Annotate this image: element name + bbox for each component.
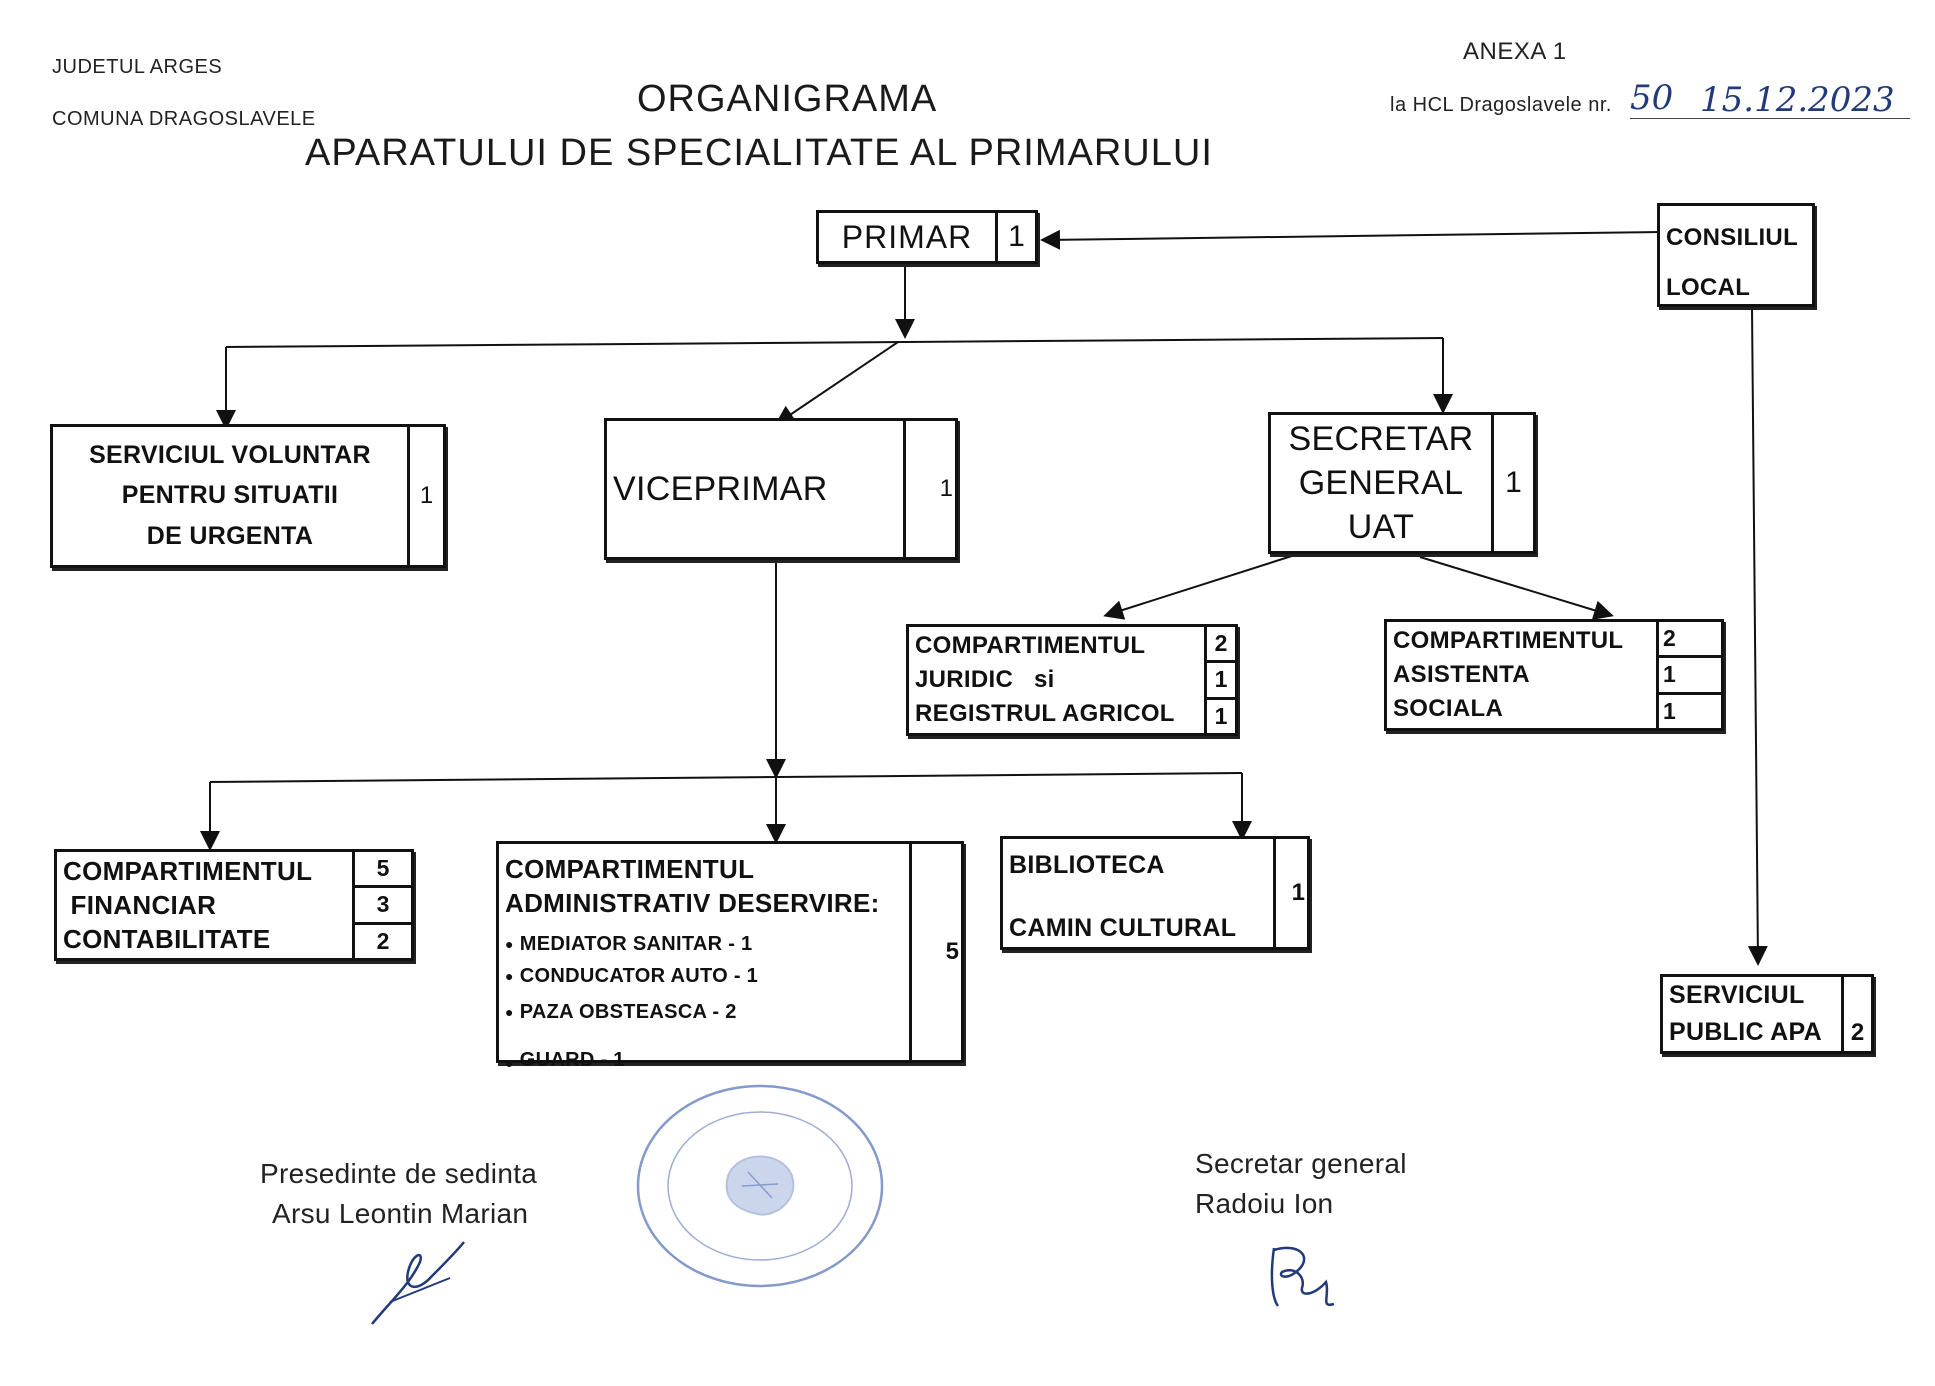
commune-label: COMUNA DRAGOSLAVELE: [52, 108, 316, 130]
bullet-icon: ●: [505, 1055, 514, 1071]
asistenta-sociala-box: COMPARTIMENTUL ASISTENTA SOCIALA 2 1 1: [1384, 619, 1724, 731]
hcl-label: la HCL Dragoslavele nr.: [1390, 94, 1612, 116]
juridic-counts: 2 1 1: [1204, 627, 1235, 733]
primar-label: PRIMAR: [841, 218, 973, 255]
juridic-line2: JURIDIC si: [915, 666, 1055, 693]
financiar-count-3: 2: [355, 921, 411, 958]
secretar-line2: GENERAL: [1298, 464, 1464, 502]
administrativ-item-2-text: CONDUCATOR AUTO - 1: [519, 965, 759, 987]
administrativ-item-3-text: PAZA OBSTEASCA - 2: [519, 1001, 737, 1023]
juridic-count-3: 1: [1207, 696, 1235, 733]
primar-count: 1: [995, 213, 1035, 261]
financiar-box: COMPARTIMENTUL FINANCIAR CONTABILITATE 5…: [54, 849, 414, 961]
asistenta-counts: 2 1 1: [1656, 622, 1721, 728]
hcl-number: 50: [1630, 78, 1674, 118]
title-line1: ORGANIGRAMA: [637, 78, 938, 120]
serviciul-voluntar-count: 1: [407, 427, 443, 565]
hcl-underline: [1630, 118, 1910, 119]
administrativ-item-1-text: MEDIATOR SANITAR - 1: [519, 933, 753, 955]
serviciul-voluntar-line1: SERVICIUL VOLUNTAR: [89, 440, 371, 469]
juridic-count-2: 1: [1207, 660, 1235, 696]
biblioteca-box: BIBLIOTECA CAMIN CULTURAL 1: [1000, 836, 1310, 950]
biblioteca-line1: BIBLIOTECA: [1009, 851, 1165, 879]
serviciul-apa-box: SERVICIUL PUBLIC APA 2: [1660, 974, 1874, 1054]
serviciul-voluntar-box: SERVICIUL VOLUNTAR PENTRU SITUATII DE UR…: [50, 424, 446, 568]
viceprimar-label: VICEPRIMAR: [613, 469, 828, 508]
asistenta-line3: SOCIALA: [1393, 695, 1504, 722]
administrativ-line2: ADMINISTRATIV DESERVIRE:: [505, 888, 880, 918]
financiar-count-2: 3: [355, 885, 411, 921]
bullet-icon: ●: [505, 968, 514, 984]
secretar-general-box: SECRETAR GENERAL UAT 1: [1268, 412, 1536, 554]
financiar-counts: 5 3 2: [352, 852, 411, 958]
financiar-count-1: 5: [376, 855, 390, 882]
president-role: Presedinte de sedinta: [260, 1158, 538, 1189]
administrativ-box: COMPARTIMENTUL ADMINISTRATIV DESERVIRE: …: [496, 841, 964, 1070]
asistenta-count-1: 2: [1663, 625, 1676, 652]
administrativ-item-1: ● MEDIATOR SANITAR - 1: [505, 928, 903, 960]
title-line2: APARATULUI DE SPECIALITATE AL PRIMARULUI: [305, 132, 1213, 174]
consiliul-local-box: CONSILIUL LOCAL: [1657, 203, 1815, 307]
asistenta-line2: ASISTENTA: [1393, 661, 1530, 688]
administrativ-item-3: ● PAZA OBSTEASCA - 2: [505, 992, 903, 1032]
primar-box: PRIMAR 1: [816, 210, 1038, 264]
financiar-line3: CONTABILITATE: [63, 923, 271, 954]
consiliul-line1: CONSILIUL: [1666, 224, 1799, 251]
asistenta-count-2: 1: [1659, 655, 1721, 691]
serviciul-apa-count: 2: [1841, 977, 1871, 1051]
asistenta-line1: COMPARTIMENTUL: [1393, 627, 1624, 654]
financiar-line1: COMPARTIMENTUL: [63, 855, 313, 886]
president-signature: [371, 1241, 465, 1325]
viceprimar-box: VICEPRIMAR 1: [604, 418, 958, 560]
president-name: Arsu Leontin Marian: [272, 1198, 529, 1229]
serviciul-voluntar-line3: DE URGENTA: [146, 522, 314, 551]
county-label: JUDETUL ARGES: [52, 56, 223, 78]
official-stamp: [636, 1084, 884, 1288]
bullet-icon: ●: [505, 936, 514, 952]
secretar-line1: SECRETAR: [1288, 420, 1474, 458]
bullet-icon: ●: [505, 1004, 514, 1020]
administrativ-count: 5: [909, 844, 961, 1060]
juridic-count-1: 2: [1214, 630, 1228, 657]
annex-label: ANEXA 1: [1463, 38, 1567, 65]
biblioteca-line2: CAMIN CULTURAL: [1009, 914, 1237, 942]
administrativ-line1: COMPARTIMENTUL: [505, 854, 755, 884]
juridic-line1: COMPARTIMENTUL: [915, 632, 1146, 659]
serviciul-voluntar-line2: PENTRU SITUATII: [121, 481, 339, 510]
administrativ-item-2: ● CONDUCATOR AUTO - 1: [505, 960, 903, 992]
juridic-line3: REGISTRUL AGRICOL: [915, 700, 1175, 727]
biblioteca-count: 1: [1273, 839, 1307, 947]
serviciul-apa-line1: SERVICIUL: [1669, 981, 1805, 1009]
administrativ-item-4-text: GUARD - 1: [519, 1049, 625, 1071]
administrativ-item-4: ● GUARD - 1: [505, 1032, 903, 1070]
juridic-box: COMPARTIMENTUL JURIDIC si REGISTRUL AGRI…: [906, 624, 1238, 736]
secretar-count: 1: [1491, 415, 1533, 551]
secretary-role: Secretar general: [1195, 1148, 1407, 1179]
financiar-line2: FINANCIAR: [63, 889, 217, 920]
secretar-line3: UAT: [1347, 508, 1415, 546]
hcl-date: 15.12.2023: [1700, 80, 1895, 120]
asistenta-count-3: 1: [1659, 691, 1721, 728]
secretary-signature: [1270, 1246, 1335, 1307]
secretary-name: Radoiu Ion: [1195, 1188, 1334, 1219]
viceprimar-count: 1: [903, 421, 955, 557]
serviciul-apa-line2: PUBLIC APA: [1669, 1018, 1822, 1046]
consiliul-line2: LOCAL: [1666, 274, 1751, 301]
